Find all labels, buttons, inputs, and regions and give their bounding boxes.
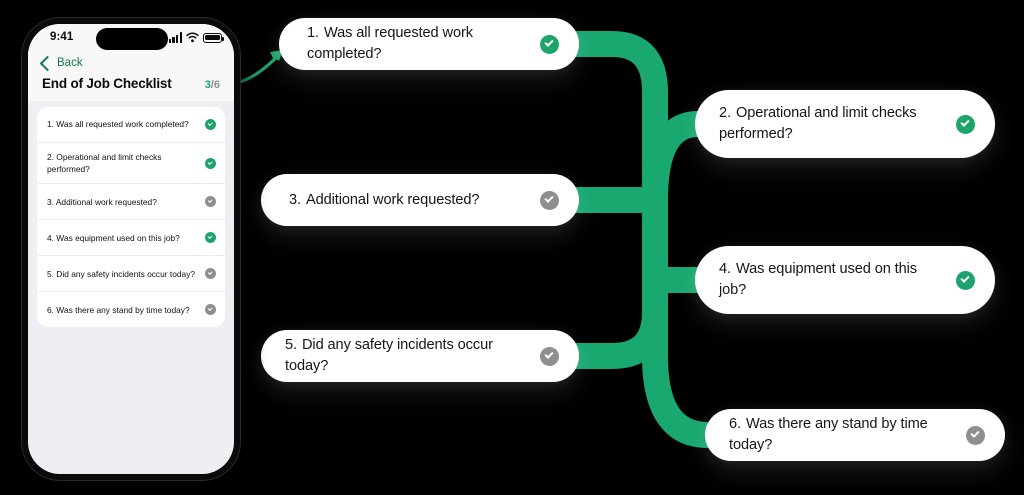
flow-node-5-number: 5. [285,337,297,354]
progress-counter: 3/6 [205,79,220,91]
flow-node-1-status-icon[interactable] [540,34,559,54]
flow-node-4-text: 4.Was equipment used on this job? [719,259,942,300]
flow-node-4[interactable]: 4.Was equipment used on this job? [695,246,995,314]
flow-node-1[interactable]: 1.Was all requested work completed? [279,18,579,70]
checklist-item-2[interactable]: 2. Operational and limit checks performe… [37,142,225,183]
connector-spine-to-2 [642,111,700,201]
flow-node-2-label: Operational and limit checks performed? [719,105,917,142]
phone-screen: 9:41 Back [28,24,234,474]
progress-done: 3 [204,79,211,91]
checklist-item-3[interactable]: 3. Additional work requested? [37,183,225,219]
flow-node-5-label: Did any safety incidents occur today? [285,337,493,374]
flow-node-2[interactable]: 2.Operational and limit checks performed… [695,90,995,158]
battery-icon [203,32,225,43]
checklist-item-6-label: 6. Was there any stand by time today? [47,304,190,315]
checklist-item-3-label: 3. Additional work requested? [47,196,157,207]
flow-node-6[interactable]: 6.Was there any stand by time today? [705,409,1005,461]
checklist-item-1-status-icon[interactable] [205,119,216,130]
back-button[interactable]: Back [39,55,220,71]
flow-node-2-number: 2. [719,105,731,122]
flow-node-6-text: 6.Was there any stand by time today? [729,414,952,455]
flow-node-1-label: Was all requested work completed? [307,25,473,62]
flow-node-4-number: 4. [719,261,731,278]
flow-node-6-label: Was there any stand by time today? [729,416,928,453]
checklist-item-1[interactable]: 1. Was all requested work completed? [37,107,225,142]
flow-node-3-number: 3. [289,191,301,208]
checklist-item-4-status-icon[interactable] [205,232,216,244]
checklist-item-5-status-icon[interactable] [205,268,216,280]
flow-node-3-label: Additional work requested? [305,191,480,208]
checklist-card: 1. Was all requested work completed? 2. … [37,107,225,328]
flow-node-1-number: 1. [307,25,319,42]
cellular-signal-icon [168,32,182,43]
flow-node-1-text: 1.Was all requested work completed? [307,23,526,64]
nav-header: Back End of Job Checklist 3/6 [28,54,234,101]
checklist-item-3-status-icon[interactable] [205,196,216,208]
connector-1-to-spine [575,31,668,200]
flow-node-3-status-icon[interactable] [540,190,559,210]
flow-node-6-status-icon[interactable] [966,425,985,445]
checklist-item-6-status-icon[interactable] [205,304,216,316]
flow-node-2-status-icon[interactable] [956,114,975,134]
checklist-item-2-status-icon[interactable] [205,157,216,169]
flow-node-3-text: 3.Additional work requested? [289,190,480,211]
flow-node-5-status-icon[interactable] [540,346,559,366]
page-title: End of Job Checklist [42,76,172,91]
checklist-item-5[interactable]: 5. Did any safety incidents occur today? [37,255,225,291]
status-bar: 9:41 [28,24,234,54]
title-row: End of Job Checklist 3/6 [42,76,220,91]
flow-node-4-status-icon[interactable] [956,270,975,290]
progress-total: /6 [210,79,220,91]
flow-node-3[interactable]: 3.Additional work requested? [261,174,579,226]
flow-node-4-label: Was equipment used on this job? [719,261,917,298]
status-bar-icons [168,32,225,43]
wifi-icon [186,32,199,43]
phone-mockup: 9:41 Back [22,18,240,480]
checklist-item-5-label: 5. Did any safety incidents occur today? [47,268,196,279]
chevron-left-icon [39,55,56,71]
status-bar-time: 9:41 [50,31,74,43]
flow-node-6-number: 6. [729,416,741,433]
flow-node-2-text: 2.Operational and limit checks performed… [719,103,942,144]
flow-node-5[interactable]: 5.Did any safety incidents occur today? [261,330,579,382]
checklist-item-4[interactable]: 4. Was equipment used on this job? [37,219,225,255]
dynamic-island [96,28,168,50]
connector-spine-to-6 [642,355,709,448]
checklist-item-6[interactable]: 6. Was there any stand by time today? [37,291,225,327]
back-button-label: Back [57,57,83,69]
checklist-item-4-label: 4. Was equipment used on this job? [47,232,180,243]
checklist-item-2-label: 2. Operational and limit checks performe… [47,152,162,175]
flow-node-5-text: 5.Did any safety incidents occur today? [285,335,526,376]
checklist-item-1-label: 1. Was all requested work completed? [47,119,189,130]
